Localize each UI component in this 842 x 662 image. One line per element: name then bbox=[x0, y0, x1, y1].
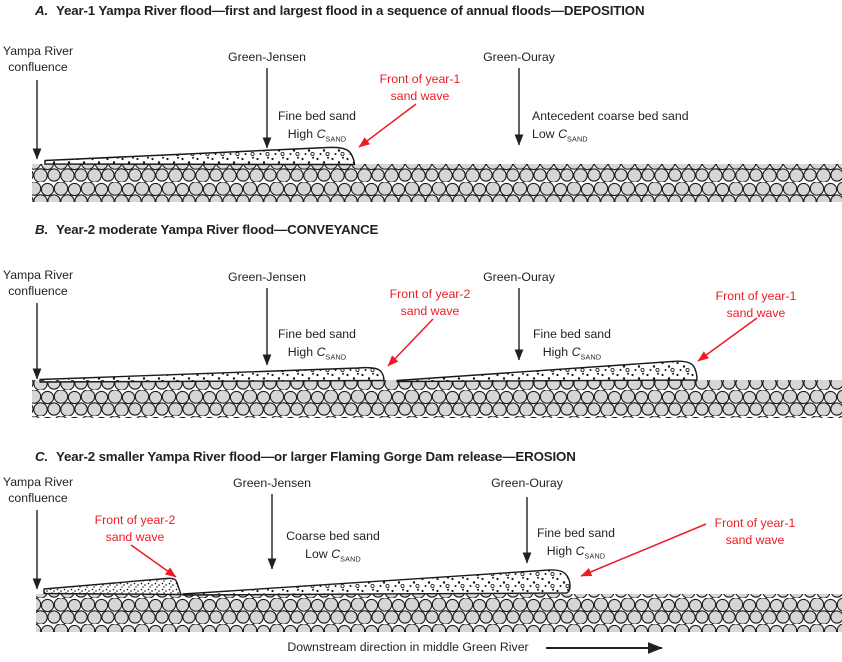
label-line: sand wave bbox=[726, 306, 786, 320]
sand-wave-year1-c bbox=[182, 569, 571, 596]
station-label-green-ouray-b: Green-Ouray bbox=[483, 270, 555, 284]
label-line: sand wave bbox=[390, 89, 450, 103]
station-label-green-jensen-c: Green-Jensen bbox=[233, 476, 311, 490]
station-label-yampa-c: Yampa River confluence bbox=[0, 474, 76, 506]
label-line: Front of year-2 bbox=[94, 513, 176, 527]
front-arrow-year2-c bbox=[130, 544, 177, 578]
station-label-green-jensen-a: Green-Jensen bbox=[228, 50, 306, 64]
csand-subscript: SAND bbox=[584, 551, 606, 561]
front-arrow-year1-a bbox=[358, 103, 417, 148]
csand-symbol: C bbox=[575, 544, 585, 558]
label-line: Front of year-1 bbox=[714, 516, 796, 530]
label-line: Front of year-2 bbox=[389, 287, 471, 301]
cobble-bed-b bbox=[32, 380, 842, 418]
station-label-yampa-b: Yampa River confluence bbox=[0, 267, 76, 299]
sand-wave-year2-remnant-c bbox=[43, 577, 182, 596]
label-line: confluence bbox=[8, 491, 68, 505]
csand-symbol: C bbox=[331, 547, 341, 561]
panel-b-title: B. Year-2 moderate Yampa River flood—CONV… bbox=[35, 222, 378, 237]
panel-c-title-text: Year-2 smaller Yampa River flood—or larg… bbox=[56, 449, 576, 464]
front-label-year2-c: Front of year-2 sand wave bbox=[75, 512, 195, 546]
sand-wave-year1-a bbox=[44, 146, 356, 166]
panel-c-graphics bbox=[32, 494, 842, 632]
station-label-green-ouray-c: Green-Ouray bbox=[491, 476, 563, 490]
csand-subscript: SAND bbox=[566, 134, 588, 144]
front-arrow-year1-b bbox=[697, 317, 758, 362]
panel-a-graphics bbox=[32, 68, 842, 202]
panel-b-graphics bbox=[32, 288, 842, 418]
cobble-bed-c bbox=[36, 594, 842, 632]
csand-symbol: C bbox=[316, 127, 326, 141]
csand-prefix: High bbox=[542, 345, 569, 359]
label-line: sand wave bbox=[105, 530, 165, 544]
label-line: Fine bed sand bbox=[278, 109, 356, 123]
label-line: Fine bed sand bbox=[537, 526, 615, 540]
label-line: Antecedent coarse bed sand bbox=[532, 109, 689, 123]
csand-prefix: Low bbox=[532, 127, 555, 141]
csand-subscript: SAND bbox=[325, 134, 347, 144]
panel-a-title: A. Year-1 Yampa River flood—first and lar… bbox=[35, 3, 645, 18]
downstream-direction-label: Downstream direction in middle Green Riv… bbox=[287, 640, 529, 654]
panel-b-title-text: Year-2 moderate Yampa River flood—CONVEY… bbox=[56, 222, 379, 237]
station-label-yampa-a: Yampa River confluence bbox=[0, 43, 76, 75]
panel-a-letter: A. bbox=[35, 3, 48, 18]
panel-c-title: C. Year-2 smaller Yampa River flood—or la… bbox=[35, 449, 576, 464]
label-line: confluence bbox=[8, 284, 68, 298]
label-line: sand wave bbox=[725, 533, 785, 547]
front-label-year1-b: Front of year-1 sand wave bbox=[696, 288, 816, 322]
front-label-year1-c: Front of year-1 sand wave bbox=[695, 515, 815, 549]
cobble-bed-a bbox=[32, 164, 842, 202]
csand-subscript: SAND bbox=[340, 554, 361, 564]
panel-b-letter: B. bbox=[35, 222, 48, 237]
front-arrow-year2-b bbox=[387, 318, 434, 367]
sand-wave-year2-b bbox=[39, 366, 385, 383]
label-line: sand wave bbox=[400, 304, 460, 318]
panel-a-title-text: Year-1 Yampa River flood—first and large… bbox=[56, 3, 645, 18]
label-line: Coarse bed sand bbox=[286, 529, 380, 543]
csand-subscript: SAND bbox=[325, 352, 347, 362]
sand-wave-year1-b bbox=[396, 360, 698, 383]
label-line: Fine bed sand bbox=[533, 327, 611, 341]
label-line: confluence bbox=[8, 60, 68, 74]
front-label-year2-b: Front of year-2 sand wave bbox=[370, 286, 490, 320]
csand-symbol: C bbox=[571, 345, 581, 359]
front-label-year1-a: Front of year-1 sand wave bbox=[360, 71, 480, 105]
station-label-green-jensen-b: Green-Jensen bbox=[228, 270, 306, 284]
csand-prefix: High bbox=[546, 544, 573, 558]
station-label-green-ouray-a: Green-Ouray bbox=[483, 50, 555, 64]
label-line: Yampa River bbox=[2, 475, 74, 489]
front-arrow-year1-c bbox=[580, 523, 707, 577]
csand-subscript: SAND bbox=[580, 352, 602, 362]
csand-prefix: High bbox=[287, 345, 314, 359]
csand-symbol: C bbox=[316, 345, 326, 359]
label-line: Front of year-1 bbox=[379, 72, 461, 86]
csand-prefix: Low bbox=[305, 547, 328, 561]
label-line: Fine bed sand bbox=[278, 327, 356, 341]
csand-prefix: High bbox=[287, 127, 314, 141]
csand-symbol: C bbox=[558, 127, 567, 141]
label-line: Yampa River bbox=[2, 44, 74, 58]
label-line: Yampa River bbox=[2, 268, 74, 282]
panel-c-letter: C. bbox=[35, 449, 48, 464]
label-line: Front of year-1 bbox=[715, 289, 797, 303]
